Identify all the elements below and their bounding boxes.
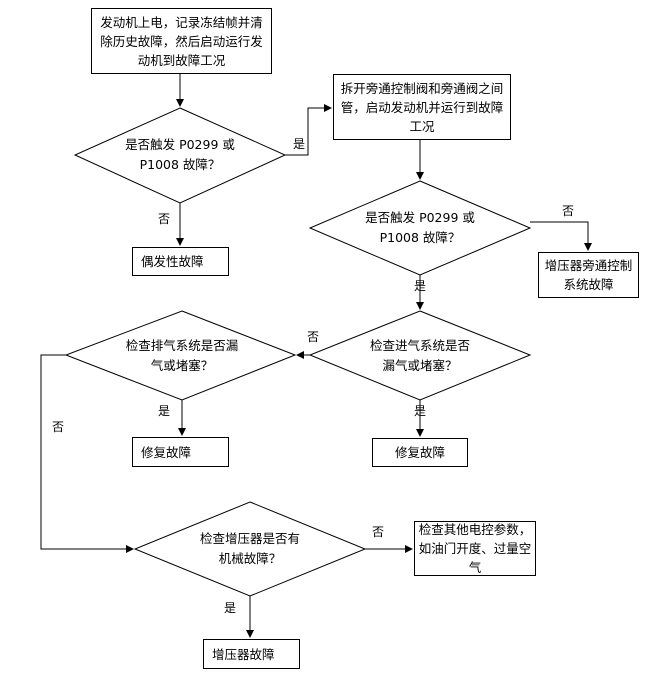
disconnect-text: 拆开旁通控制阀和旁通阀之间管，启动发动机并运行到故障工况 [340,80,504,134]
intermittent-text: 偶发性故障 [141,254,204,269]
repair2-box: 修复故障 [372,438,468,467]
check-turbo-text-wrap: 检查增压器是否有机械故障？ [195,527,305,571]
repair1-box: 修复故障 [132,437,229,467]
label-yes-intake: 是 [414,404,427,418]
check-intake-text-wrap: 检查进气系统是否漏气或堵塞？ [370,334,470,378]
label-yes-turbo: 是 [224,601,237,615]
intermittent-box: 偶发性故障 [132,247,229,276]
label-no-intake: 否 [307,330,320,344]
decision2-text: 是否触发 P0299 或 P1008 故障？ [365,210,475,245]
decision2-text-wrap: 是否触发 P0299 或 P1008 故障？ [355,206,485,250]
repair2-text: 修复故障 [394,445,445,460]
repair1-text: 修复故障 [141,444,192,460]
label-no-decision2: 否 [562,204,575,218]
bypass-fault-text: 增压器旁通控制系统故障 [544,258,633,292]
check-exhaust-text: 检查排气系统是否漏气或堵塞？ [125,338,239,373]
check-intake-text: 检查进气系统是否漏气或堵塞？ [370,338,471,373]
decision1-text-wrap: 是否触发 P0299 或 P1008 故障？ [115,133,245,177]
check-exhaust-text-wrap: 检查排气系统是否漏气或堵塞？ [120,334,244,378]
label-no-exhaust: 否 [52,420,65,434]
label-yes-exhaust: 是 [158,404,171,418]
check-turbo-text: 检查增压器是否有机械故障？ [199,531,300,566]
disconnect-box: 拆开旁通控制阀和旁通阀之间管，启动发动机并运行到故障工况 [333,74,511,140]
start-text: 发动机上电，记录冻结帧并清除历史故障，然后启动运行发动机到故障工况 [100,14,263,68]
decision1-text: 是否触发 P0299 或 P1008 故障？ [125,137,235,172]
label-yes-decision2: 是 [414,279,427,293]
turbo-fault-text: 增压器故障 [212,646,275,662]
bypass-fault-box: 增压器旁通控制系统故障 [538,252,639,298]
turbo-fault-box: 增压器故障 [203,639,300,669]
check-other-box: 检查其他电控参数，如油门开度、过量空气 [414,521,536,576]
label-no-decision1: 否 [158,212,171,226]
check-other-text: 检查其他电控参数，如油门开度、过量空气 [418,522,532,575]
start-box: 发动机上电，记录冻结帧并清除历史故障，然后启动运行发动机到故障工况 [91,8,272,74]
label-no-turbo: 否 [372,525,385,539]
label-yes-decision1: 是 [293,137,306,151]
